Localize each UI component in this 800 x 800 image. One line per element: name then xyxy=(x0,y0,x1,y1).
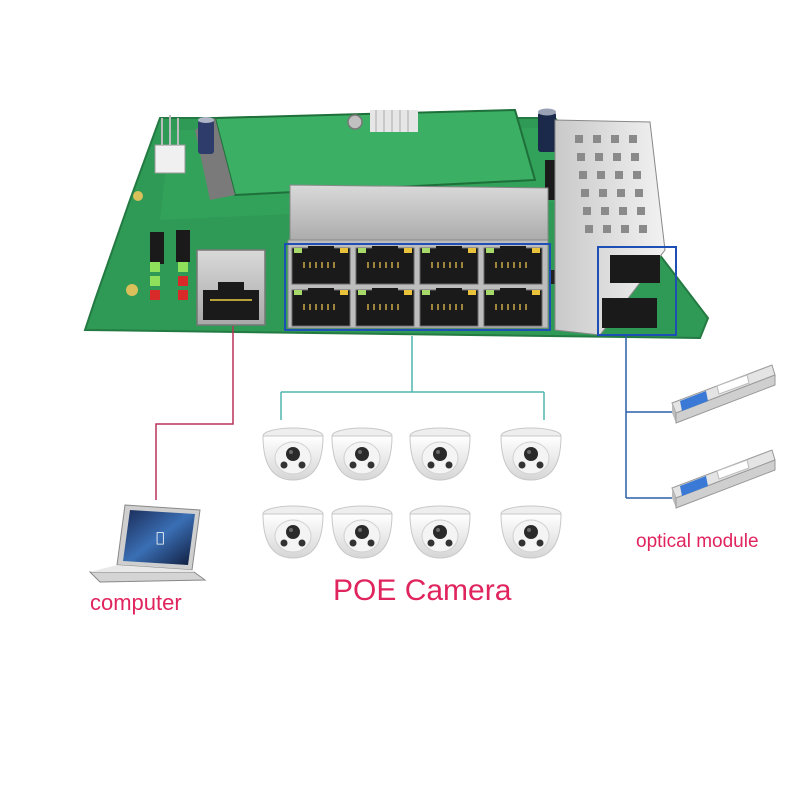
dome-camera xyxy=(262,505,324,559)
apple-logo-icon:  xyxy=(156,530,164,546)
rj45-port xyxy=(291,246,351,285)
camera-lens-icon xyxy=(433,447,447,461)
camera-lens-icon xyxy=(433,525,447,539)
mount-hole xyxy=(133,191,143,201)
sfp-cage xyxy=(554,119,666,336)
vent-hole xyxy=(601,207,609,215)
dome-camera xyxy=(409,505,471,559)
dome-camera xyxy=(331,505,393,559)
vent-hole xyxy=(597,171,605,179)
sfp-slot xyxy=(610,255,660,283)
rj45-port xyxy=(291,288,351,327)
jumper-block xyxy=(150,230,190,264)
computer-label: computer xyxy=(90,590,182,615)
camera-group xyxy=(262,427,562,559)
camera-lens-icon xyxy=(355,447,369,461)
rj45-port-block xyxy=(287,184,549,329)
vent-hole xyxy=(575,135,583,143)
camera-lens-icon xyxy=(355,525,369,539)
optical-module-group xyxy=(671,364,776,509)
vent-hole xyxy=(615,171,623,179)
vent-hole xyxy=(579,171,587,179)
vent-hole xyxy=(595,153,603,161)
status-leds xyxy=(150,262,188,300)
vent-hole xyxy=(631,153,639,161)
vent-hole xyxy=(593,135,601,143)
power-connector xyxy=(154,115,186,174)
vent-hole xyxy=(611,135,619,143)
rj45-port xyxy=(419,288,479,327)
heat-sink xyxy=(370,110,418,132)
vent-hole xyxy=(635,189,643,197)
vent-hole xyxy=(621,225,629,233)
uplink-rj45-port xyxy=(196,249,266,326)
rj45-highlight-box xyxy=(284,243,551,331)
module-label xyxy=(716,459,750,480)
vent-hole xyxy=(629,135,637,143)
module-latch xyxy=(680,476,708,496)
vent-hole xyxy=(581,189,589,197)
vent-hole xyxy=(585,225,593,233)
rj45-port xyxy=(483,246,543,285)
module-latch xyxy=(680,391,708,411)
sfp-highlight-box xyxy=(597,246,677,336)
laptop-computer:  xyxy=(88,504,207,583)
vent-hole xyxy=(639,225,647,233)
vent-hole xyxy=(599,189,607,197)
camera-lens-icon xyxy=(524,525,538,539)
module-label xyxy=(716,374,750,395)
computer-connection-line xyxy=(155,326,234,500)
dome-camera xyxy=(331,427,393,481)
vent-hole xyxy=(603,225,611,233)
vent-hole xyxy=(637,207,645,215)
mount-hole xyxy=(126,284,138,296)
capacitor xyxy=(198,117,214,154)
vent-hole xyxy=(583,207,591,215)
rj45-port xyxy=(355,288,415,327)
rj45-port xyxy=(419,246,479,285)
sfp-slot xyxy=(602,298,657,328)
vent-hole xyxy=(633,171,641,179)
rj45-ports xyxy=(291,246,543,327)
camera-lens-icon xyxy=(286,525,300,539)
dome-camera xyxy=(500,505,562,559)
vent-hole xyxy=(619,207,627,215)
sfp-optical-module xyxy=(671,449,776,509)
rj45-port xyxy=(355,246,415,285)
dome-camera xyxy=(409,427,471,481)
optical-module-label: optical module xyxy=(636,531,759,552)
dome-camera xyxy=(262,427,324,481)
sfp-optical-module xyxy=(671,364,776,424)
capacitor xyxy=(538,108,556,152)
camera-lens-icon xyxy=(524,447,538,461)
poe-camera-label: POE Camera xyxy=(333,574,512,607)
rj45-port xyxy=(483,288,543,327)
camera-connection-lines xyxy=(280,336,545,420)
camera-lens-icon xyxy=(286,447,300,461)
vent-hole xyxy=(613,153,621,161)
optical-connection-lines xyxy=(625,336,672,499)
vent-hole xyxy=(617,189,625,197)
dome-camera xyxy=(500,427,562,481)
vent-hole xyxy=(577,153,585,161)
